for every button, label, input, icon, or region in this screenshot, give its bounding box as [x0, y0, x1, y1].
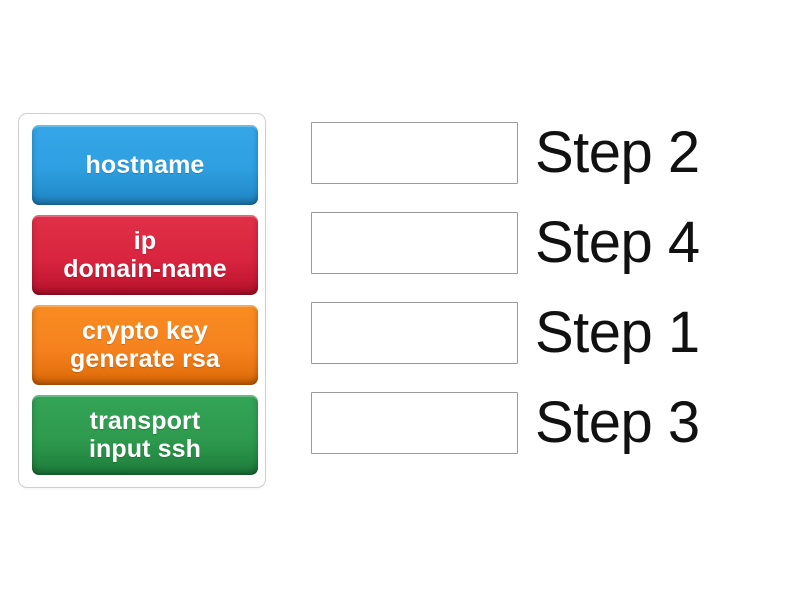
- step-label-1: Step 1: [535, 300, 700, 365]
- tile-list: hostname ip domain-name crypto key gener…: [32, 125, 258, 475]
- tile-tray: hostname ip domain-name crypto key gener…: [18, 113, 266, 488]
- answer-rows: Step 2 Step 4 Step 1 Step 3: [311, 122, 781, 454]
- tile-label: crypto key generate rsa: [70, 317, 220, 373]
- step-label-2: Step 2: [535, 120, 700, 185]
- answer-row: Step 3: [311, 392, 781, 454]
- draggable-tile-crypto-key-generate-rsa[interactable]: crypto key generate rsa: [32, 305, 258, 385]
- tile-label: ip domain-name: [63, 227, 227, 283]
- drop-zone-step-1[interactable]: [311, 302, 518, 364]
- tile-label: transport input ssh: [88, 407, 201, 463]
- drop-zone-step-2[interactable]: [311, 122, 518, 184]
- step-label-4: Step 4: [535, 210, 700, 275]
- answer-row: Step 4: [311, 212, 781, 274]
- draggable-tile-ip-domain-name[interactable]: ip domain-name: [32, 215, 258, 295]
- answer-row: Step 1: [311, 302, 781, 364]
- drop-zone-step-3[interactable]: [311, 392, 518, 454]
- draggable-tile-hostname[interactable]: hostname: [32, 125, 258, 205]
- step-label-3: Step 3: [535, 390, 700, 455]
- drop-zone-step-4[interactable]: [311, 212, 518, 274]
- answer-row: Step 2: [311, 122, 781, 184]
- draggable-tile-transport-input-ssh[interactable]: transport input ssh: [32, 395, 258, 475]
- tile-label: hostname: [85, 151, 205, 179]
